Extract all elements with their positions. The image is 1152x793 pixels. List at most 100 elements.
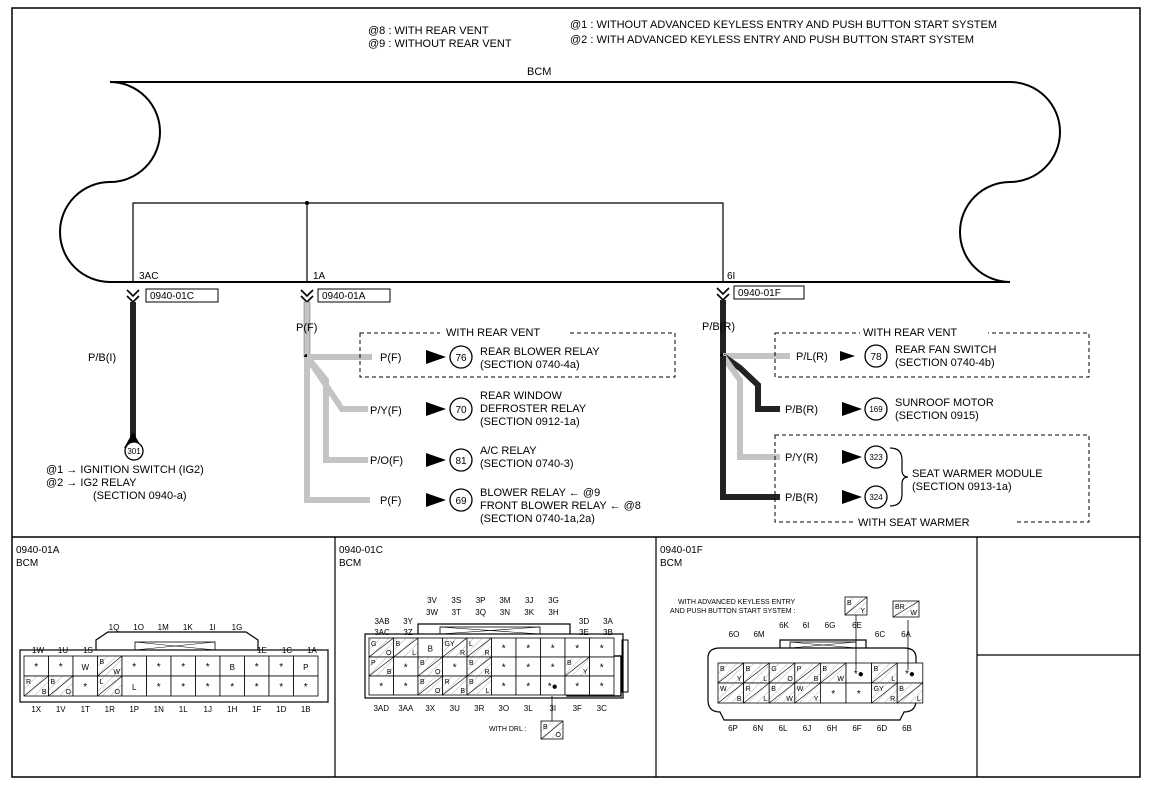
pin-01a-r2-9: * xyxy=(244,675,270,697)
pin-01c-drl: BO xyxy=(540,720,564,740)
pin-01c-r3-0: * xyxy=(368,675,394,696)
svg-text:REAR FAN SWITCH: REAR FAN SWITCH xyxy=(895,344,997,356)
pin-label-01a-bottom-10: 1D xyxy=(276,705,286,714)
pin-label-01a-bottom-8: 1H xyxy=(227,705,237,714)
pin-01a-r2-0-color2: B xyxy=(42,689,47,696)
svg-text:BCM: BCM xyxy=(660,558,682,569)
pin-label-01a-bottom-6: 1L xyxy=(179,705,188,714)
pin-01f-r1-7: *● xyxy=(896,662,924,684)
pin-label-01a-bottom-11: 1B xyxy=(301,705,311,714)
pin-01c-r3-8: * xyxy=(564,675,590,696)
pin-label-01c-top2-2: 3Q xyxy=(475,608,486,617)
connector-0940-01f-tag: 0940-01F xyxy=(738,288,781,299)
pin-01c-r1-1-color2: L xyxy=(412,650,416,657)
pin-01f-r2-7-color2: L xyxy=(917,696,921,703)
pin-01a-r2-0-color1: R xyxy=(26,679,31,686)
svg-text:P/B(R): P/B(R) xyxy=(785,404,818,416)
svg-text:P/L(R): P/L(R) xyxy=(796,351,828,363)
svg-text:69: 69 xyxy=(455,496,467,507)
pin-01c-r1-8: * xyxy=(564,637,590,658)
pin-01a-r2-4: L xyxy=(121,675,147,697)
pin-01c-r1-2-value: B xyxy=(428,645,433,654)
pin-01c-r1-4-color1: L xyxy=(469,641,473,648)
branch-rear-blower-relay: P(F) 76 REAR BLOWER RELAY (SECTION 0740-… xyxy=(380,345,600,371)
pin-01c-r1-2: B xyxy=(417,637,443,658)
pin-01c-r2-0-color2: B xyxy=(387,669,392,676)
pin-label-01a-bottom-9: 1F xyxy=(252,705,261,714)
branch-seat-warmer-323: P/Y(R) 323 xyxy=(785,445,888,469)
pin-label-01a-ul-0: 1W xyxy=(32,646,44,655)
connector-0940-01a-tag: 0940-01A xyxy=(322,291,366,302)
pin-label-01a-top-0: 1Q xyxy=(109,623,120,632)
pin-01c-r3-4-color2: L xyxy=(486,688,490,695)
group-label-rear-vent-a: WITH REAR VENT xyxy=(446,327,540,339)
branch-ac-relay: P/O(F) 81 A/C RELAY (SECTION 0740-3) xyxy=(370,445,574,472)
pin-01f-r2-4: * xyxy=(820,682,847,704)
ignition-switch-label: @1 → IGNITION SWITCH (IG2) xyxy=(46,464,204,476)
pin-label-01c-right2-1: 3B xyxy=(603,628,613,637)
pin-01c-r2-2-color1: B xyxy=(420,660,425,667)
pin-01a-r1-2-value: W xyxy=(81,663,89,672)
pin-01a-r1-5-value: * xyxy=(157,662,161,673)
pin-label-01a-bottom-4: 1P xyxy=(129,705,139,714)
pin-label-01f-top-0: 6O xyxy=(729,630,740,639)
pin-label-01c-left1-0: 3AB xyxy=(374,617,389,626)
pin-01f-r2-6: GYR xyxy=(871,682,898,704)
pin-01c-r3-4-color1: B xyxy=(469,679,474,686)
svg-text:169: 169 xyxy=(869,405,883,414)
pin-label-01c-top2-0: 3W xyxy=(426,608,438,617)
svg-text:(SECTION 0912-1a): (SECTION 0912-1a) xyxy=(480,416,580,428)
pin-label-01a-top-1: 1O xyxy=(133,623,144,632)
pin-01c-r2-8-color2: Y xyxy=(583,669,588,676)
pin-01a-r1-5: * xyxy=(146,655,172,677)
pin-label-01a-ul-1: 1U xyxy=(58,646,68,655)
pin-01c-r1-6: * xyxy=(515,637,541,658)
legend-with-rear-vent: @8 : WITH REAR VENT xyxy=(368,25,489,37)
svg-text:1A: 1A xyxy=(313,271,326,282)
pin-label-01a-ur-1: 1C xyxy=(282,646,292,655)
svg-text:(SECTION 0915): (SECTION 0915) xyxy=(895,410,979,422)
pin-01f-r1-1-color2: L xyxy=(763,676,767,683)
pin-01a-r2-2: * xyxy=(72,675,98,697)
pin-01f-keyless-b-color1: BR xyxy=(895,604,905,611)
pin-01c-r1-4: LR xyxy=(466,637,492,658)
pin-01a-r2-1-color1: B xyxy=(51,679,56,686)
pin-01a-r2-10-value: * xyxy=(279,682,283,693)
svg-text:81: 81 xyxy=(455,456,467,467)
svg-text:P/O(F): P/O(F) xyxy=(370,455,403,467)
svg-text:REAR BLOWER RELAY: REAR BLOWER RELAY xyxy=(480,346,600,358)
pin-01c-r3-9: * xyxy=(589,675,615,696)
pin-01c-r1-5-value: * xyxy=(502,644,506,655)
pin-label-01a-bottom-7: 1J xyxy=(204,705,212,714)
pin-01a-r1-9-value: * xyxy=(255,662,259,673)
svg-text:3AC: 3AC xyxy=(139,271,158,282)
pin-01f-r1-1-color1: B xyxy=(746,666,751,673)
svg-text:P/B(R): P/B(R) xyxy=(785,492,818,504)
svg-text:(SECTION 0740-4a): (SECTION 0740-4a) xyxy=(480,359,580,371)
pin-01a-r2-3-color1: L xyxy=(100,679,104,686)
pin-01c-r3-9-value: * xyxy=(600,682,604,693)
pin-01a-r2-9-value: * xyxy=(255,682,259,693)
pin-01f-r1-2-color1: G xyxy=(771,666,776,673)
pin-label-01f-bottom-7: 6B xyxy=(902,724,912,733)
svg-text:70: 70 xyxy=(455,405,467,416)
pin-01f-r2-3: WY xyxy=(794,682,821,704)
legend-with-keyless: @2 : WITH ADVANCED KEYLESS ENTRY AND PUS… xyxy=(570,34,974,46)
pin-01c-r1-9: * xyxy=(589,637,615,658)
svg-text:P(F): P(F) xyxy=(380,352,401,364)
pin-01a-r1-6-value: * xyxy=(181,662,185,673)
pin-01f-r1-5-value: *● xyxy=(854,669,864,680)
terminal-1a: 1A 0940-01A xyxy=(300,271,391,304)
branch-blower-relay: P(F) 69 BLOWER RELAY ← @9 FRONT BLOWER R… xyxy=(380,487,641,525)
svg-text:BCM: BCM xyxy=(339,558,361,569)
pin-01c-r2-0: PB xyxy=(368,656,394,677)
bcm-module: BCM xyxy=(59,66,1061,283)
pin-01c-drl-color1: B xyxy=(543,724,548,731)
pin-label-01f-bottom-5: 6F xyxy=(852,724,861,733)
pin-01a-r2-0: RB xyxy=(23,675,49,697)
pin-01c-r2-9: * xyxy=(589,656,615,677)
pin-01a-r2-8-value: * xyxy=(230,682,234,693)
pin-label-01f-bottom-1: 6N xyxy=(753,724,763,733)
pin-01a-r2-11: * xyxy=(293,675,319,697)
pin-01c-r2-4-color2: R xyxy=(484,669,489,676)
